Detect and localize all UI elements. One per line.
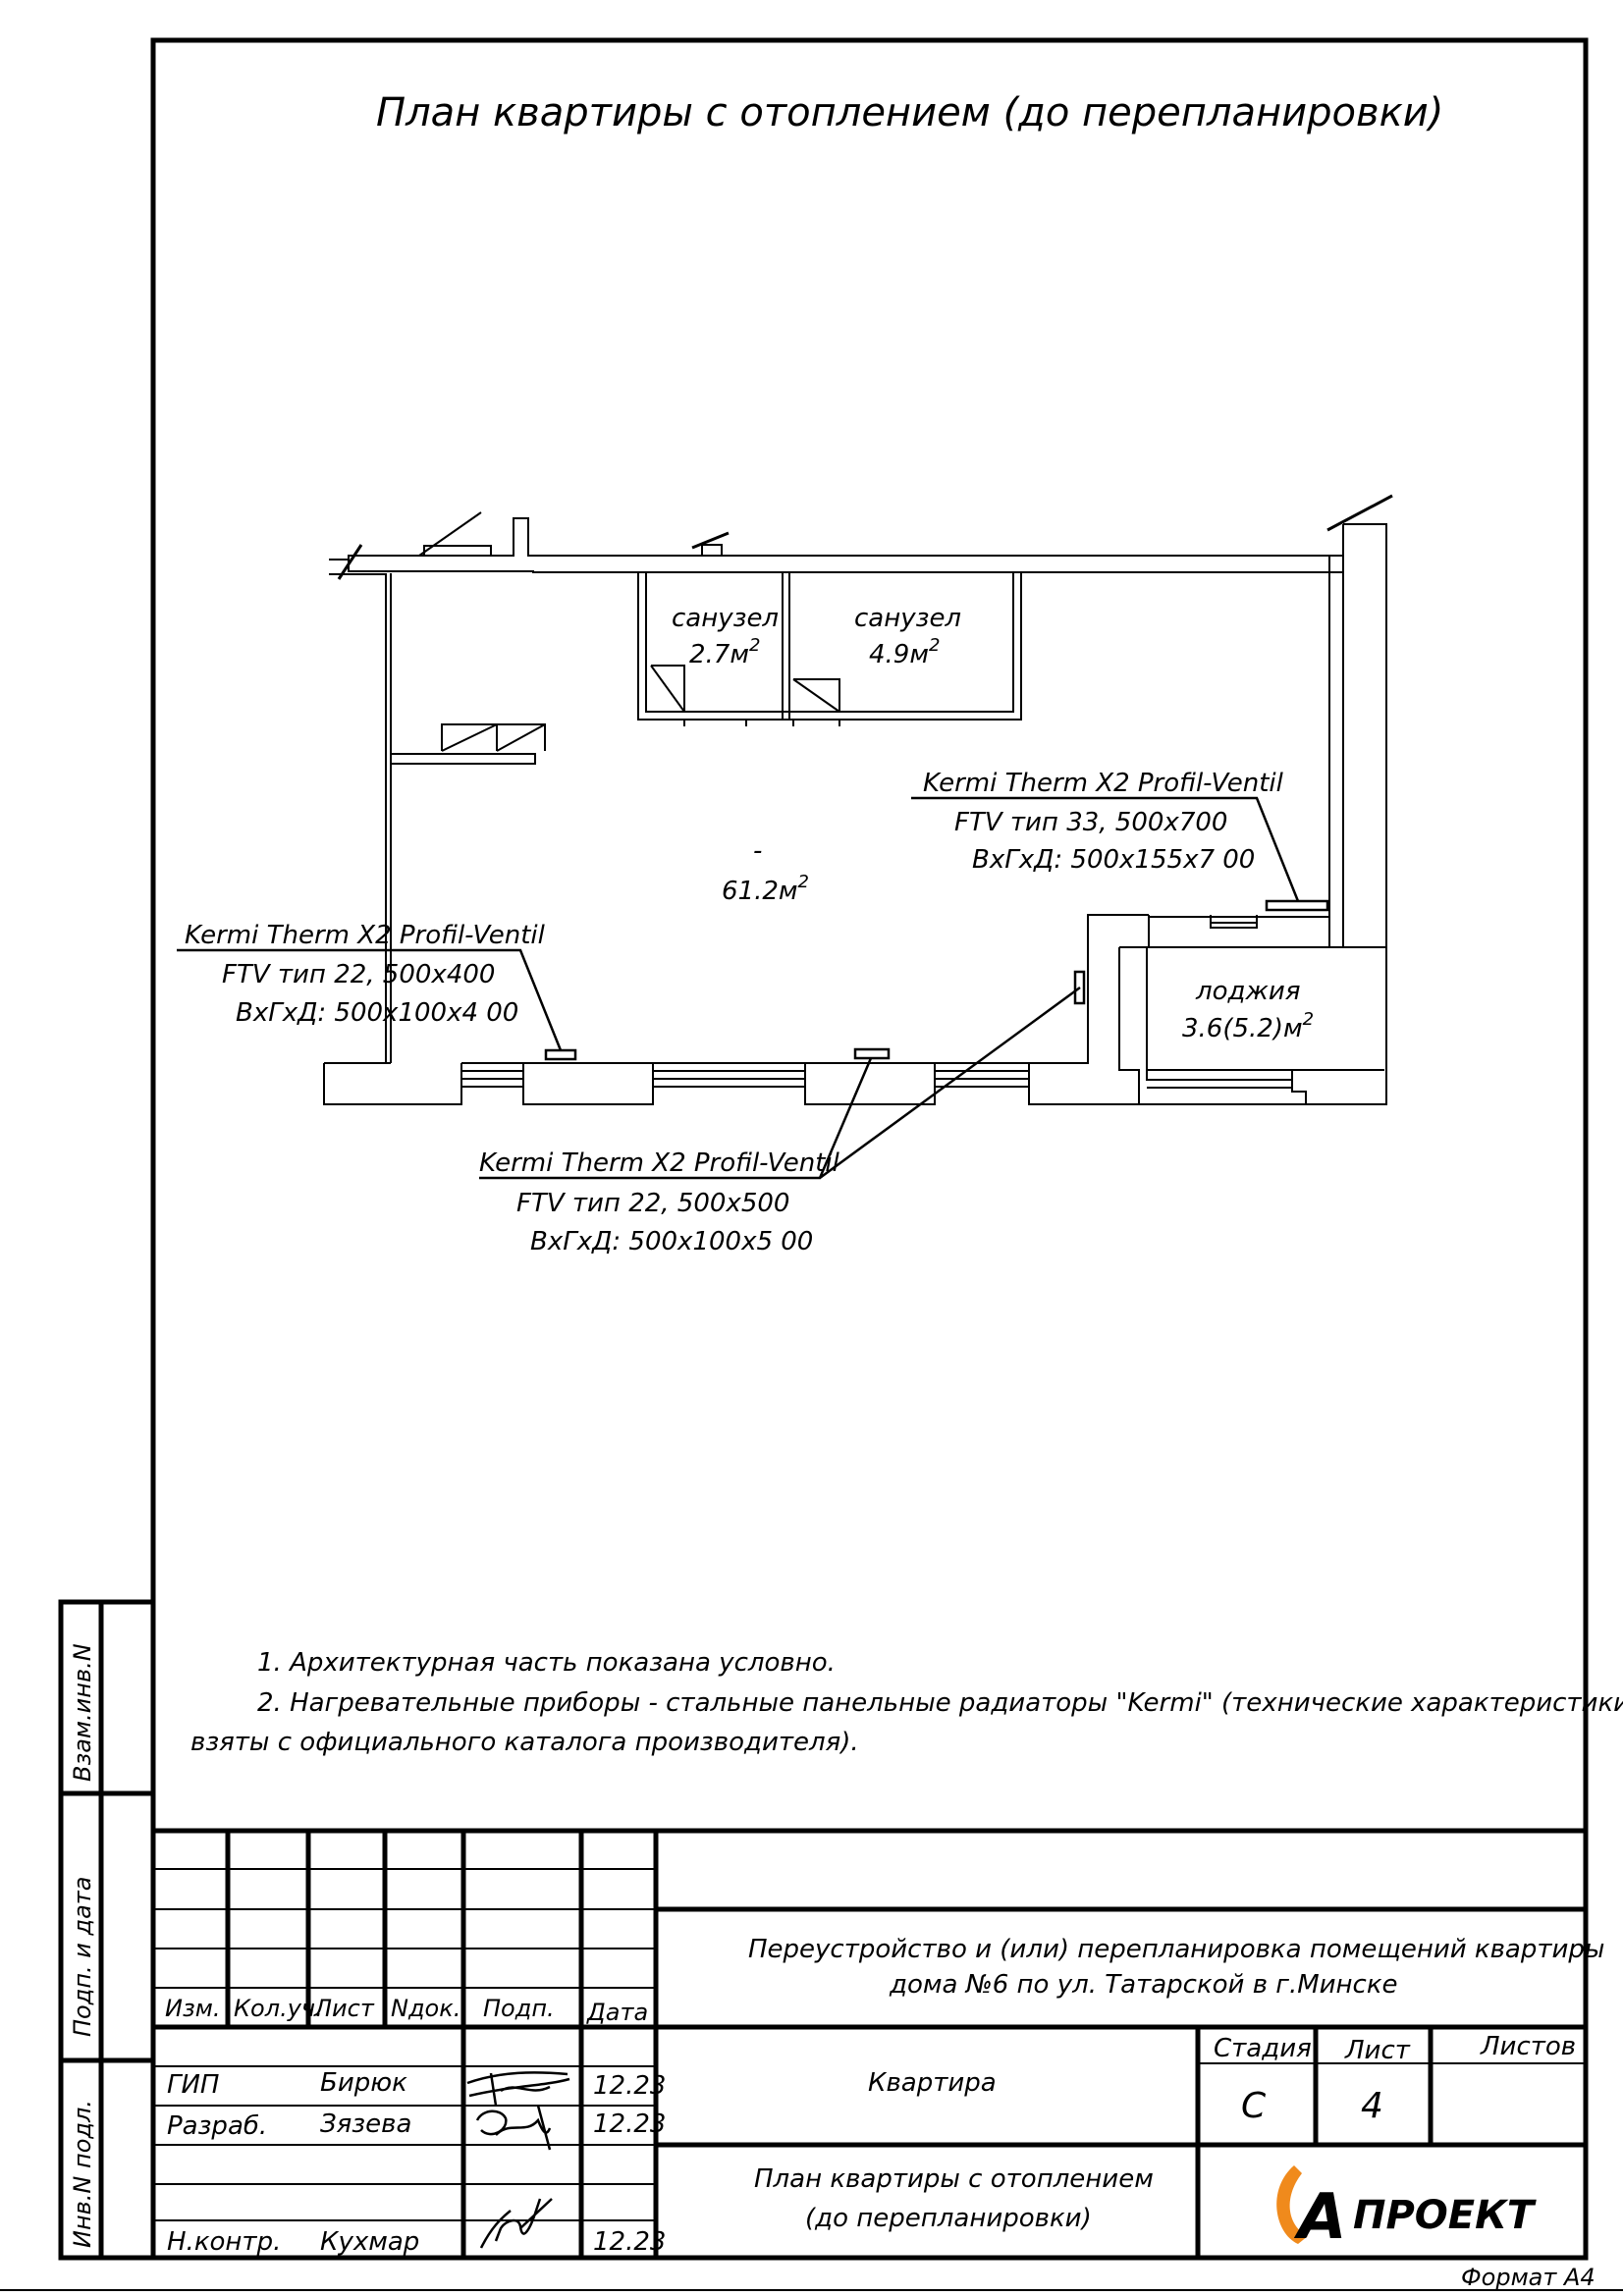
- stamp-role-nkontr: Н.контр.: [167, 2227, 281, 2257]
- sheet-value: 4: [1361, 2086, 1383, 2126]
- logo-letter: А: [1293, 2181, 1347, 2254]
- floor-plan: [323, 494, 1393, 1105]
- side-strip: [58, 1599, 156, 2261]
- signature-nkontr: [479, 2198, 553, 2249]
- radiator-3-dims: ВхГхД: 500х100х5 00: [530, 1227, 813, 1256]
- window-3: [935, 1062, 1149, 1105]
- project-title-line2: дома №6 по ул. Татарской в г.Минске: [889, 1970, 1398, 2000]
- sheet-label: Лист: [1344, 2036, 1411, 2065]
- ventilation-shaft: [418, 511, 492, 557]
- wall-top: [348, 517, 1344, 573]
- drawing-frame: [150, 37, 1589, 2261]
- wc2-inner: [792, 678, 840, 726]
- stamp-header-izm: Изм.: [165, 1995, 220, 2022]
- title-block: [153, 1828, 1586, 2258]
- wall-break-right: [1326, 494, 1393, 532]
- project-title-line1: Переустройство и (или) перепланировка по…: [748, 1935, 1604, 1964]
- radiator-1-dims: ВхГхД: 500х155х7 00: [972, 845, 1255, 875]
- stamp-role-gip: ГИП: [167, 2070, 220, 2100]
- room-loggia-area: 3.6(5.2)м2: [1182, 1009, 1314, 1043]
- page-title: План квартиры с отоплением (до переплани…: [376, 90, 1443, 135]
- room-wc1-name: санузел: [672, 604, 779, 633]
- stamp-date-razrab: 12.23: [593, 2109, 666, 2139]
- stage-value: С: [1241, 2086, 1267, 2126]
- object-name: Квартира: [868, 2068, 997, 2098]
- stamp-name-gip: Бирюк: [320, 2068, 407, 2098]
- signature-gip: [466, 2071, 570, 2107]
- sheets-label: Листов: [1480, 2032, 1576, 2061]
- note-2-cont: взяты с официального каталога производит…: [190, 1728, 859, 1757]
- note-1: 1. Архитектурная часть показана условно.: [257, 1648, 836, 1678]
- radiator-4-mark: [1073, 970, 1086, 1005]
- room-main-area: 61.2м2: [722, 872, 809, 906]
- radiator-3-type: FTV тип 22, 500х500: [516, 1189, 789, 1218]
- stamp-name-nkontr: Кухмар: [320, 2227, 419, 2257]
- stamp-date-gip: 12.23: [593, 2071, 666, 2101]
- radiator-2-mark: [544, 1048, 577, 1061]
- wall-bottom: [323, 1062, 462, 1105]
- room-loggia-name: лоджия: [1195, 977, 1300, 1006]
- bathroom-walls: [637, 572, 1022, 721]
- side-label-podp: Подп. и дата: [69, 1877, 96, 2038]
- radiator-1-model: Kermi Therm X2 Profil-Ventil: [923, 769, 1284, 798]
- radiator-1-mark: [1265, 899, 1329, 912]
- wall-top-inner: [385, 573, 392, 1063]
- stamp-header-ndok: Nдок.: [391, 1995, 460, 2022]
- side-label-inv: Инв.N подл.: [69, 2100, 96, 2248]
- leader-1: [911, 796, 1300, 902]
- wc1-inner: [650, 665, 747, 726]
- radiator-2-model: Kermi Therm X2 Profil-Ventil: [185, 921, 546, 950]
- room-wc2-name: санузел: [854, 604, 961, 633]
- format-label: Формат А4: [1461, 2264, 1596, 2291]
- radiator-3-model: Kermi Therm X2 Profil-Ventil: [479, 1148, 840, 1178]
- stamp-date-nkontr: 12.23: [593, 2227, 666, 2257]
- radiator-1-type: FTV тип 33, 500х700: [954, 808, 1227, 837]
- radiator-2-type: FTV тип 22, 500х400: [222, 960, 495, 989]
- stamp-name-razrab: Зязева: [320, 2109, 411, 2139]
- wardrobe: [391, 723, 546, 765]
- wall-break-top: [691, 531, 730, 550]
- signature-razrab: [475, 2105, 552, 2151]
- logo-swoosh: [1276, 2165, 1308, 2244]
- drawing-title-line2: (до перепланировки): [805, 2204, 1092, 2233]
- company-logo: А ПРОЕКТ: [1276, 2165, 1537, 2254]
- logo-text: ПРОЕКТ: [1353, 2193, 1537, 2238]
- loggia-door: [1148, 915, 1258, 947]
- stamp-header-data: Дата: [586, 1999, 648, 2026]
- callout-leaders: [177, 796, 1300, 1180]
- window-1: [461, 1062, 654, 1105]
- loggia-window: [1146, 1070, 1293, 1089]
- window-2: [653, 1062, 936, 1105]
- side-label-vzam: Взам.инв.N: [69, 1643, 96, 1782]
- radiator-2-dims: ВхГхД: 500х100х4 00: [236, 998, 518, 1028]
- leader-2: [177, 948, 563, 1051]
- stamp-header-list: Лист: [313, 1995, 375, 2022]
- drawing-title-line1: План квартиры с отоплением: [754, 2164, 1154, 2194]
- room-main-name: -: [753, 836, 762, 866]
- wall-break-left: [337, 544, 363, 580]
- room-wc2-area: 4.9м2: [869, 635, 940, 669]
- note-2: 2. Нагревательные приборы - стальные пан…: [257, 1688, 1623, 1718]
- stamp-role-razrab: Разраб.: [167, 2111, 267, 2141]
- radiator-3-mark: [853, 1047, 891, 1060]
- stage-label: Стадия: [1214, 2034, 1312, 2063]
- stamp-header-podp: Подп.: [483, 1995, 555, 2022]
- room-wc1-area: 2.7м2: [689, 635, 760, 669]
- leader-3: [479, 986, 1081, 1180]
- stamp-header-kolych: Кол.уч.: [234, 1995, 323, 2022]
